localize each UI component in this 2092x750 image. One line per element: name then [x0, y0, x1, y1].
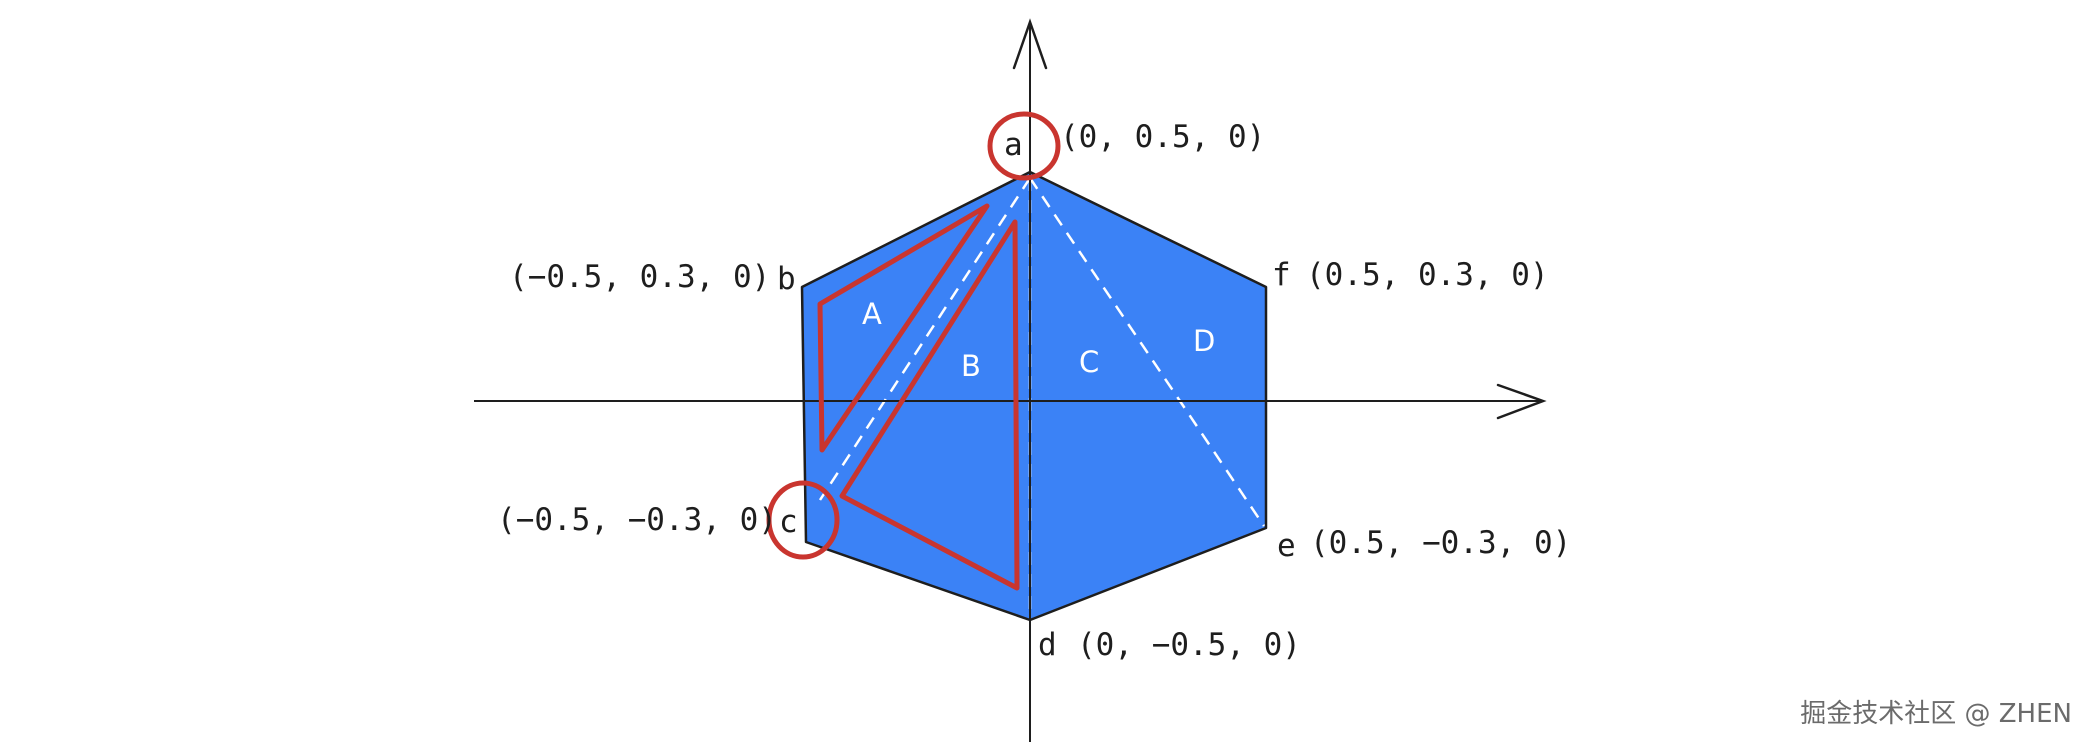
region-B-label: B: [961, 349, 981, 383]
watermark: 掘金技术社区 @ ZHEN: [1800, 699, 2072, 729]
y-axis-arrowhead: [1012, 18, 1048, 70]
vertex-f-coordinates: (0.5, 0.3, 0): [1306, 257, 1549, 293]
region-A-label: A: [862, 297, 882, 331]
vertex-e-coordinates: (0.5, −0.3, 0): [1310, 525, 1571, 561]
vertex-a-label: a: [1004, 127, 1023, 163]
vertex-c-label: c: [779, 504, 798, 540]
vertex-b-label: b: [777, 261, 796, 297]
vertex-d-label: d: [1038, 627, 1057, 663]
vertex-e-label: e: [1277, 528, 1296, 564]
dashed-diagonal-a-c: [818, 177, 1032, 501]
region-D-label: D: [1193, 324, 1215, 358]
dashed-diagonal-a-e: [1028, 177, 1266, 527]
vertex-b-coordinates: (−0.5, 0.3, 0): [509, 259, 770, 295]
vertex-c-highlight-circle: [766, 480, 840, 560]
vertex-d-coordinates: (0, −0.5, 0): [1077, 627, 1301, 663]
triangle-B-outline: [839, 219, 1020, 591]
hexagon: [800, 170, 1268, 622]
triangle-A-outline: [817, 203, 990, 453]
vertex-f-label: f: [1272, 257, 1291, 293]
vertex-c-coordinates: (−0.5, −0.3, 0): [497, 502, 777, 538]
region-C-label: C: [1079, 345, 1099, 379]
vertex-a-highlight-circle: [987, 111, 1061, 181]
x-axis-arrowhead: [1496, 383, 1547, 420]
vertex-a-coordinates: (0, 0.5, 0): [1060, 119, 1265, 155]
